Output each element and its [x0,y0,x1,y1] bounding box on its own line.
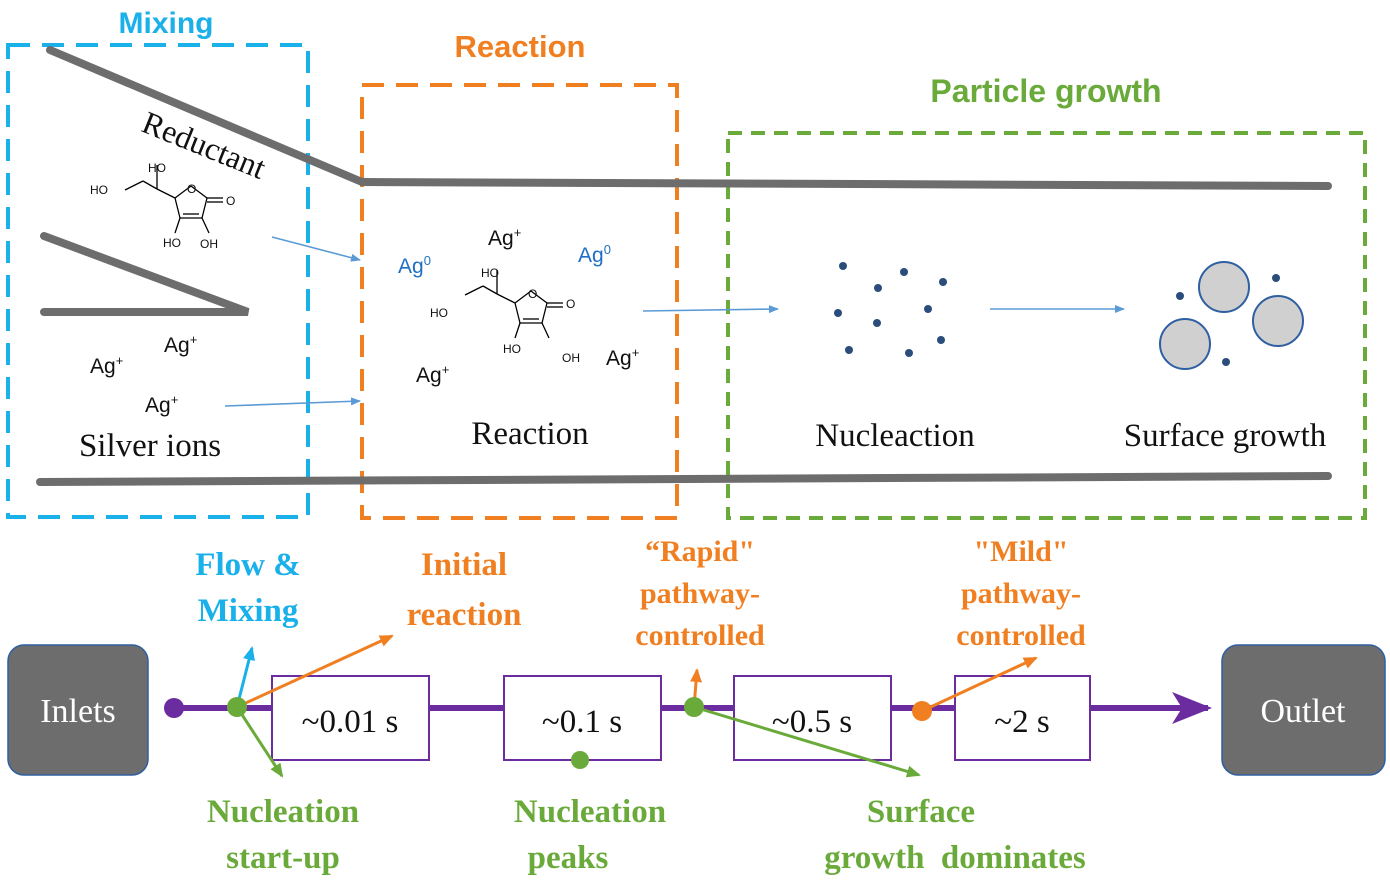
flow-mixing-line2: Mixing [198,593,299,629]
mild-line1: "Mild" [974,535,1069,568]
flow-mixing-line1: Flow & [195,547,300,583]
surface-growth-line1: Surface [867,794,975,830]
step-label-4: ~2 s [994,704,1049,740]
step-box-2 [503,675,662,761]
outlet-node [1221,644,1386,776]
rapid-line1: “Rapid" [645,535,755,568]
atom-label: O [528,287,537,301]
initial-reaction-line1: Initial [421,547,507,583]
ag-zero-labels: Ag0 Ag0 [398,242,611,278]
svg-text:Ag0: Ag0 [578,242,611,267]
initial-reaction-line2: reaction [407,597,522,633]
nucleation-peaks-dot [571,751,589,769]
atom-label: HO [90,183,108,197]
grown-particles [1159,261,1304,370]
atom-label: O [226,194,235,208]
rapid-line2: pathway- [640,577,760,610]
outlet-label: Outlet [1261,693,1347,730]
svg-text:Ag+: Ag+ [164,332,197,357]
nucleation-label: Nucleaction [815,418,974,454]
silver-ions-label: Silver ions [79,428,221,464]
atom-label: HO [503,342,521,356]
step-label-3: ~0.5 s [772,704,852,740]
mixing-title: Mixing [119,7,214,40]
surface-growth-arrow [693,705,921,778]
svg-text:Ag+: Ag+ [145,392,178,417]
atom-label: HO [163,236,181,250]
atom-label: OH [562,351,580,365]
initial-reaction-arrow [236,634,394,709]
step-box-1 [271,675,430,761]
inlets-label: Inlets [40,693,116,730]
rapid-line3: controlled [635,619,765,652]
reaction-zone-box [360,83,679,520]
svg-text:Ag+: Ag+ [606,345,639,370]
atom-label: HO [481,266,499,280]
mild-arrow [921,656,1038,713]
nucleation-startup-line2: start-up [226,840,340,876]
atom-label: O [187,182,196,196]
surface-growth-line2: growth dominates [824,840,1086,876]
reaction-molecule [464,269,564,339]
atom-label: HO [148,161,166,175]
ag-plus-labels: Ag+ Ag+ Ag+ Ag+ Ag+ Ag+ [90,225,639,417]
nucleation-startup-arrow [235,706,284,778]
svg-text:Ag+: Ag+ [90,353,123,378]
reaction-title: Reaction [455,29,586,64]
growth-zone-box [726,131,1367,520]
nucleation-peaks-line2: peaks [528,840,609,876]
reductant-molecule [124,164,224,234]
mild-junction-dot [912,701,932,721]
inlets-node [7,644,149,776]
mixing-junction-dot [227,697,247,717]
mild-line3: controlled [956,619,1086,652]
step-box-4 [954,675,1091,761]
surface-growth-label: Surface growth [1124,418,1327,454]
svg-text:Ag+: Ag+ [488,225,521,250]
atom-label: OH [200,237,218,251]
step-box-3 [733,675,892,761]
atom-label: O [566,297,575,311]
rapid-junction-dot [684,697,704,717]
step-label-2: ~0.1 s [542,704,622,740]
reaction-flow-arrow [642,305,779,314]
svg-text:Ag0: Ag0 [398,253,431,278]
nucleation-startup-line1: Nucleation [207,794,359,830]
channel-walls [36,46,1332,486]
nucleation-peaks-line1: Nucleation [514,794,666,830]
growth-title: Particle growth [930,73,1161,109]
nuclei-dots [834,262,947,357]
reaction-label: Reaction [471,416,588,452]
reductant-flow-arrow [271,236,361,262]
mild-line2: pathway- [961,577,1081,610]
timeline-start-dot [164,698,184,718]
svg-text:Ag+: Ag+ [416,362,449,387]
step-label-1: ~0.01 s [302,704,399,740]
mixing-zone-box [6,43,310,519]
silver-flow-arrow [224,397,361,407]
flow-mixing-arrow [235,646,255,708]
atom-label: HO [430,306,448,320]
